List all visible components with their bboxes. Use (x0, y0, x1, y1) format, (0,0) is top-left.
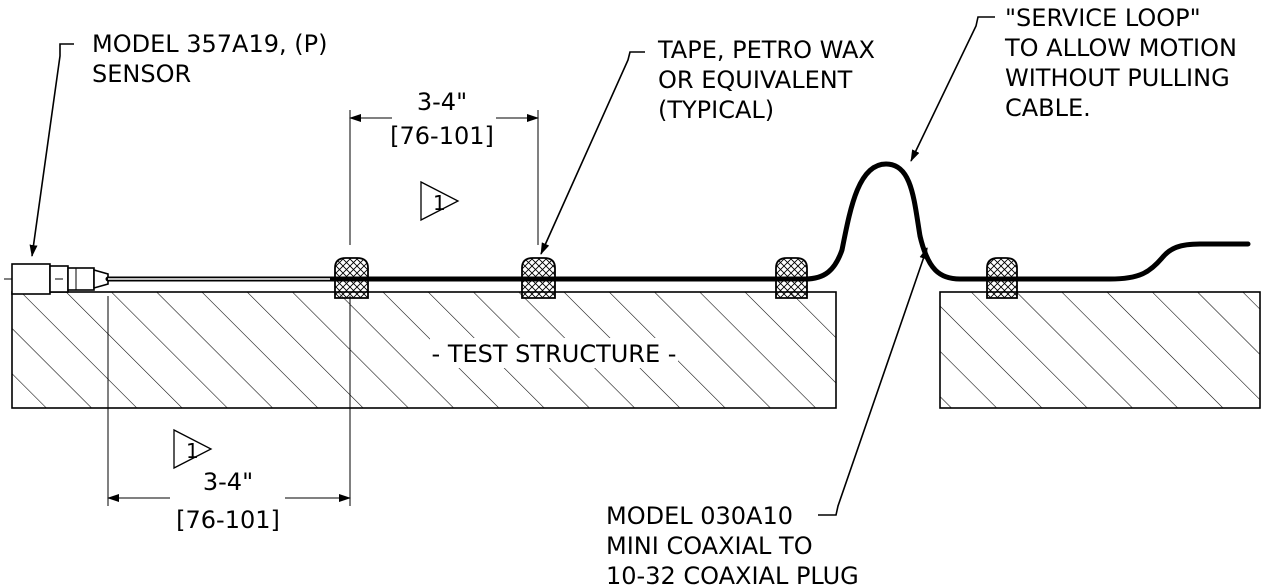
svg-text:1: 1 (186, 439, 199, 463)
svg-text:- TEST STRUCTURE -: - TEST STRUCTURE - (432, 340, 677, 368)
loop-label-line-1: "SERVICE LOOP" (1005, 4, 1201, 32)
leader-sensor: MODEL 357A19, (P) SENSOR (29, 30, 327, 257)
tape-label-line-1: TAPE, PETRO WAX (657, 36, 875, 64)
sensor-label-line-1: MODEL 357A19, (P) (92, 30, 327, 58)
dimension-top-mm: [76-101] (390, 122, 494, 150)
dimension-top: 3-4" [76-101] (349, 88, 539, 245)
note-flag-top: 1 (420, 180, 460, 222)
plug-label-line-2: MINI COAXIAL TO (606, 532, 813, 560)
loop-label-line-3: WITHOUT PULLING (1005, 64, 1230, 92)
tape-pad-4 (986, 257, 1018, 299)
tape-pad-3 (775, 257, 808, 299)
tape-label-line-3: (TYPICAL) (658, 96, 774, 124)
tape-pad-1 (334, 257, 369, 299)
loop-label-line-4: CABLE. (1005, 94, 1091, 122)
tape-pad-2 (521, 257, 556, 299)
dimension-top-inches: 3-4" (417, 88, 467, 116)
plug-label-line-1: MODEL 030A10 (606, 502, 793, 530)
test-structure-block-left (11, 291, 837, 409)
sensor-body (4, 263, 109, 295)
plug-label-line-3: 10-32 COAXIAL PLUG (606, 562, 859, 587)
svg-text:1: 1 (433, 191, 446, 215)
test-structure-block-right (939, 291, 1261, 409)
dimension-bottom-inches: 3-4" (203, 468, 253, 496)
tape-label-line-2: OR EQUIVALENT (658, 66, 853, 94)
test-structure-label: - TEST STRUCTURE - (430, 338, 678, 368)
dimension-bottom-mm: [76-101] (176, 506, 280, 534)
sensor-label-line-2: SENSOR (92, 60, 191, 88)
sensor-cable (105, 161, 1251, 282)
leader-plug: MODEL 030A10 MINI COAXIAL TO 10-32 COAXI… (606, 247, 928, 587)
loop-label-line-2: TO ALLOW MOTION (1004, 34, 1237, 62)
note-flag-bottom: 1 (173, 428, 213, 470)
leader-service-loop: "SERVICE LOOP" TO ALLOW MOTION WITHOUT P… (910, 4, 1237, 162)
dimension-bottom: 3-4" [76-101] (107, 296, 351, 534)
leader-tape: TAPE, PETRO WAX OR EQUIVALENT (TYPICAL) (540, 36, 875, 255)
